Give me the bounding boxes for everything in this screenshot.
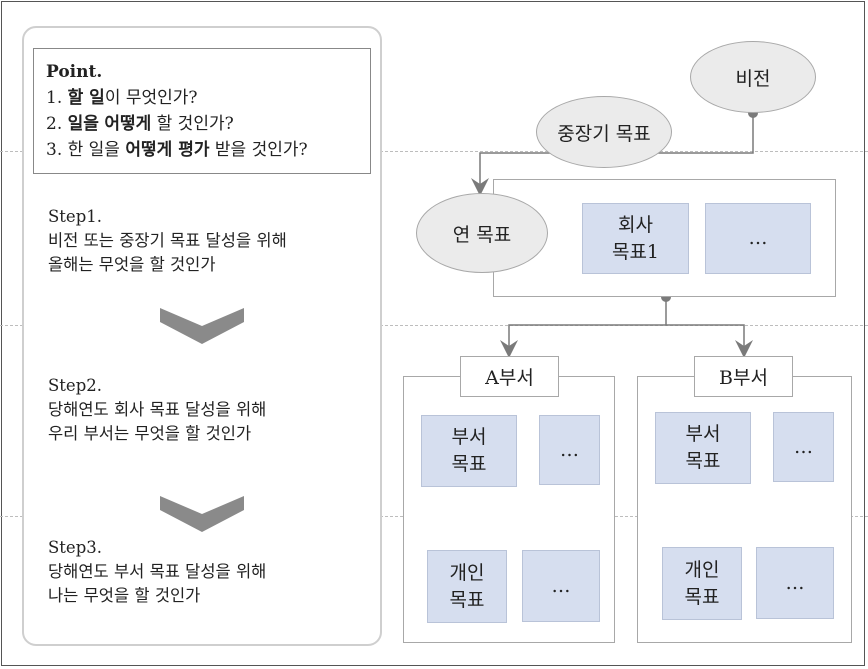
midterm-label: 중장기 목표 (557, 122, 651, 145)
step-text: 우리 부서는 무엇을 할 것인가 (48, 424, 252, 443)
step-3: Step3. 당해연도 부서 목표 달성을 위해 나는 무엇을 할 것인가 (48, 536, 266, 608)
point-line-2: 2. 일을 어떻게 할 것인가? (46, 111, 370, 137)
dept-a-label-box: A부서 (460, 356, 559, 397)
step-text: 올해는 무엇을 할 것인가 (48, 255, 216, 274)
step-text: 나는 무엇을 할 것인가 (48, 586, 201, 605)
midterm-goal-node: 중장기 목표 (536, 96, 672, 168)
dept-goal-label: 부서 (685, 423, 721, 445)
point-line-3: 3. 한 일을 어떻게 평가 받을 것인가? (46, 137, 370, 163)
point-text: 이 무엇인가? (104, 88, 198, 108)
personal-goal-more-box: … (522, 550, 600, 622)
vision-label: 비전 (735, 67, 771, 90)
point-emphasis: 일을 (67, 114, 99, 134)
point-emphasis: 어떻게 (104, 114, 152, 134)
point-line-1: 1. 할 일이 무엇인가? (46, 85, 370, 111)
point-text: 받을 것인가? (209, 140, 308, 160)
annual-label: 연 목표 (452, 223, 512, 246)
chevron-down-icon (160, 496, 244, 532)
annual-goal-node: 연 목표 (416, 193, 548, 273)
personal-goal-label: 목표 (449, 588, 485, 611)
ellipsis-label: … (794, 435, 813, 458)
ellipsis-label: … (785, 571, 805, 594)
step-title: Step3. (48, 538, 103, 557)
dept-b-label: B부서 (719, 367, 768, 389)
personal-goal-label: 목표 (684, 585, 720, 608)
dept-goal-more-box: … (539, 415, 600, 485)
step-1: Step1. 비전 또는 중장기 목표 달성을 위해 올해는 무엇을 할 것인가 (48, 205, 287, 277)
dept-goal-more-box: … (773, 412, 834, 482)
point-text: 할 것인가? (151, 114, 234, 134)
vision-node: 비전 (690, 41, 816, 113)
ellipsis-label: … (551, 574, 571, 597)
dept-goal-label: 부서 (451, 426, 487, 448)
company-goal-label: 목표1 (611, 240, 660, 263)
step-text: 당해연도 회사 목표 달성을 위해 (48, 400, 267, 419)
company-goal-label: 회사 (618, 213, 653, 236)
step-text: 비전 또는 중장기 목표 달성을 위해 (48, 231, 287, 250)
step-text: 당해연도 부서 목표 달성을 위해 (48, 562, 267, 581)
step-title: Step1. (48, 207, 103, 226)
personal-goal-more-box: … (756, 547, 834, 619)
divider (0, 151, 868, 152)
personal-goal-label: 개인 (449, 561, 485, 584)
ellipsis-label: … (748, 227, 768, 249)
company-goal-more-box: … (705, 203, 811, 274)
personal-goal-label: 개인 (684, 558, 720, 581)
divider (0, 325, 868, 326)
point-emphasis: 할 일 (67, 88, 105, 108)
chevron-down-icon (160, 308, 244, 344)
point-box: Point. 1. 할 일이 무엇인가? 2. 일을 어떻게 할 것인가? 3.… (33, 48, 371, 174)
point-text: 3. 한 일을 (46, 140, 126, 160)
point-title: Point. (46, 62, 103, 82)
ellipsis-label: … (560, 438, 579, 461)
dept-goal-label: 목표 (685, 450, 721, 472)
point-emphasis: 어떻게 평가 (125, 140, 210, 160)
point-number: 1. (46, 88, 68, 108)
step-2: Step2. 당해연도 회사 목표 달성을 위해 우리 부서는 무엇을 할 것인… (48, 374, 266, 446)
point-number: 2. (46, 114, 68, 134)
dept-goal-label: 목표 (451, 453, 487, 475)
dept-b-label-box: B부서 (694, 356, 793, 397)
dept-a-label: A부서 (485, 367, 534, 389)
step-title: Step2. (48, 376, 103, 395)
